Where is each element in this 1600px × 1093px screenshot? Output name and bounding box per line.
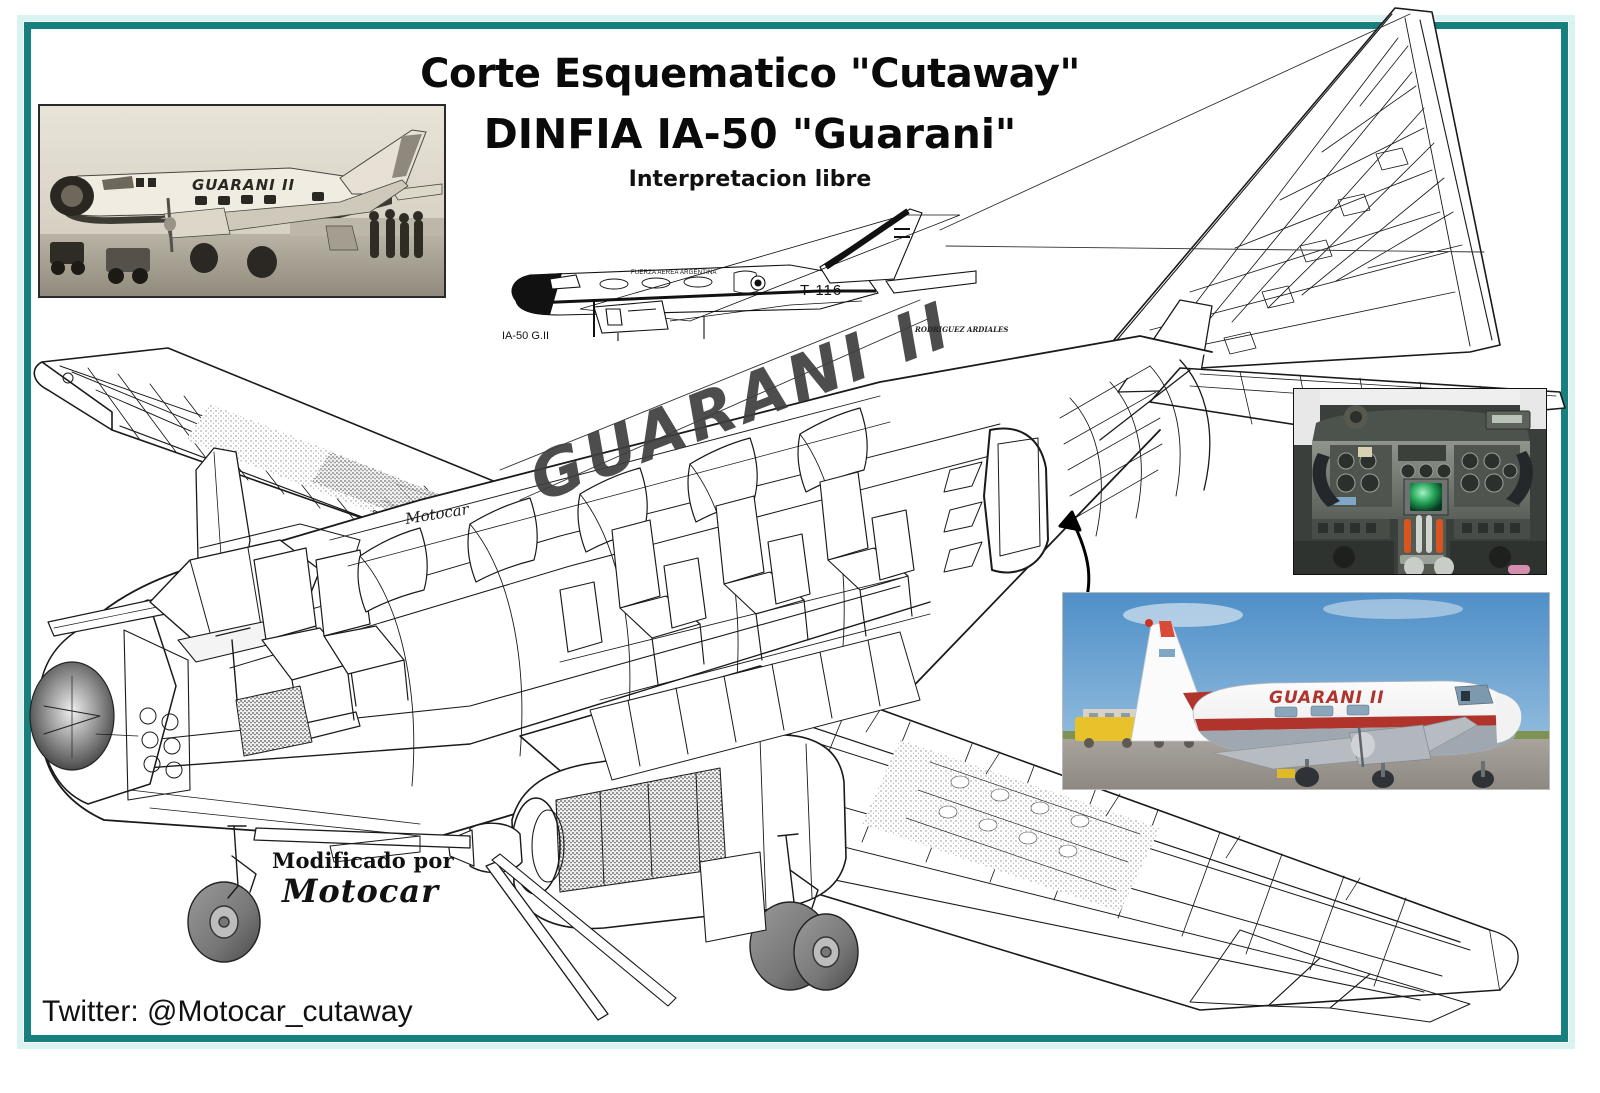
sideview-operator-label: FUERZA AEREA ARGENTINA [631,270,717,276]
svg-text:GUARANI II: GUARANI II [192,176,295,194]
modified-by-label: Modificado por [272,848,454,873]
sideview-designation-label: IA-50 G.II [502,330,550,342]
svg-text:GUARANI II: GUARANI II [1269,688,1385,708]
bw-tarmac-photo: GUARANI II [38,104,446,298]
author-signature: Motocar [282,872,439,910]
cockpit-photo [1293,388,1547,575]
sideview-artist-signature: RODRIGUEZ ARDIALES [915,325,1009,334]
color-tarmac-photo: GUARANI II [1062,592,1550,790]
page-subtitle: DINFIA IA-50 "Guarani" [483,110,1017,158]
title-block: Corte Esquematico "Cutaway" DINFIA IA-50… [400,52,1100,192]
page-title: Corte Esquematico "Cutaway" [420,51,1080,97]
credit-block: Modificado por Motocar [272,848,454,910]
side-view-drawing [490,205,990,345]
sideview-registration-label: T-116 [800,282,843,299]
twitter-handle: Twitter: @Motocar_cutaway [42,995,413,1028]
page-note: Interpretacion libre [628,167,872,193]
